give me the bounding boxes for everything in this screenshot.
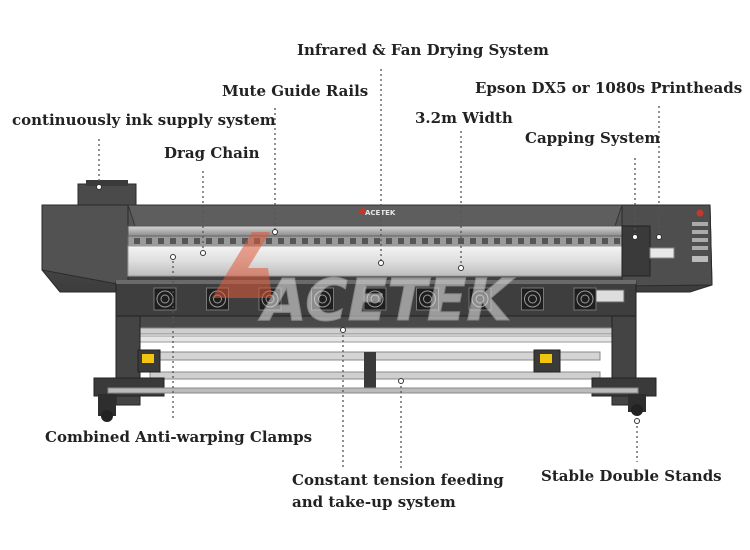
chain-link bbox=[410, 238, 416, 244]
chain-link bbox=[314, 238, 320, 244]
label-mute-guide-rails: Mute Guide Rails bbox=[222, 82, 369, 100]
chain-link bbox=[326, 238, 332, 244]
chain-link bbox=[494, 238, 500, 244]
control-panel bbox=[692, 209, 708, 262]
fan-hub bbox=[370, 294, 380, 304]
label-infrared-drying: Infrared & Fan Drying System bbox=[297, 41, 549, 59]
chain-link bbox=[134, 238, 140, 244]
chain-link bbox=[566, 238, 572, 244]
dot-clamps-icon bbox=[170, 254, 176, 260]
fan-grill bbox=[419, 290, 436, 308]
chain-link bbox=[398, 238, 404, 244]
chain-link bbox=[446, 238, 452, 244]
right-caster-icon bbox=[631, 404, 643, 416]
label-width: 3.2m Width bbox=[415, 109, 513, 127]
ink-tank bbox=[77, 180, 137, 207]
chain-link bbox=[374, 238, 380, 244]
fan-hub bbox=[580, 294, 590, 304]
chain-link bbox=[278, 238, 284, 244]
label-anti-warping-clamps: Combined Anti-warping Clamps bbox=[45, 428, 313, 446]
chain-link bbox=[242, 238, 248, 244]
fan-grill bbox=[366, 290, 384, 308]
chain-link bbox=[614, 238, 620, 244]
left-motor-label bbox=[142, 354, 154, 363]
drag-chain bbox=[127, 235, 623, 247]
chain-link bbox=[170, 238, 176, 244]
chain-link bbox=[338, 238, 344, 244]
chain-link bbox=[578, 238, 584, 244]
chain-link bbox=[422, 238, 428, 244]
label-ink-supply: continuously ink supply system bbox=[12, 111, 276, 129]
dot-printheads-icon bbox=[656, 234, 662, 240]
chain-link bbox=[206, 238, 212, 244]
dot-drying-icon bbox=[378, 260, 384, 266]
chain-link bbox=[506, 238, 512, 244]
label-capping: Capping System bbox=[525, 129, 661, 147]
chain-link bbox=[602, 238, 608, 244]
media-roll bbox=[127, 245, 623, 277]
leader-dots bbox=[96, 184, 662, 424]
fan-grill bbox=[524, 290, 541, 308]
dryer-display bbox=[595, 289, 625, 303]
fan-grill bbox=[576, 290, 594, 308]
label-tension-line-1: Constant tension feeding bbox=[292, 471, 504, 489]
top-logo: ACETEK bbox=[357, 206, 396, 217]
chain-link bbox=[230, 238, 236, 244]
chain-link bbox=[590, 238, 596, 244]
leader-lines bbox=[98, 69, 660, 470]
right-motor-label bbox=[540, 354, 552, 363]
fan-hub bbox=[160, 294, 170, 304]
label-drag-chain: Drag Chain bbox=[164, 144, 260, 162]
fan-grill bbox=[156, 290, 174, 308]
chain-link bbox=[434, 238, 440, 244]
watermark-text: ACETEK bbox=[258, 266, 515, 334]
chain-link bbox=[482, 238, 488, 244]
dot-ink-supply-icon bbox=[96, 184, 102, 190]
chain-link bbox=[302, 238, 308, 244]
fan-hub bbox=[528, 294, 537, 304]
dot-capping-icon bbox=[632, 234, 638, 240]
chain-link bbox=[518, 238, 524, 244]
label-stable-stands: Stable Double Stands bbox=[541, 467, 722, 485]
guide-rail bbox=[127, 225, 623, 237]
fan-grill bbox=[314, 290, 331, 308]
dot-tension-takeup-icon bbox=[398, 378, 404, 384]
chain-link bbox=[158, 238, 164, 244]
dot-drag-chain-icon bbox=[200, 250, 206, 256]
chain-link bbox=[146, 238, 152, 244]
watermark: ACETEK bbox=[212, 232, 516, 335]
chain-link bbox=[542, 238, 548, 244]
chain-link bbox=[218, 238, 224, 244]
dot-tension-feed-icon bbox=[340, 327, 346, 333]
chain-link bbox=[266, 238, 272, 244]
chain-link bbox=[386, 238, 392, 244]
chain-link bbox=[194, 238, 200, 244]
chain-link bbox=[290, 238, 296, 244]
chain-link bbox=[182, 238, 188, 244]
chain-link bbox=[554, 238, 560, 244]
fan-hub bbox=[475, 294, 485, 304]
dot-stands-icon bbox=[634, 418, 640, 424]
label-printheads: Epson DX5 or 1080s Printheads bbox=[475, 79, 743, 97]
fan-hub bbox=[318, 294, 327, 304]
logo-text: ACETEK bbox=[365, 209, 396, 217]
chain-link bbox=[350, 238, 356, 244]
chain-link bbox=[470, 238, 476, 244]
fan-grill bbox=[471, 290, 489, 308]
base-stands bbox=[93, 377, 657, 422]
left-caster-icon bbox=[101, 410, 113, 422]
chain-link bbox=[530, 238, 536, 244]
chain-link bbox=[362, 238, 368, 244]
emergency-stop-icon bbox=[696, 209, 704, 217]
label-tension-line-2: and take-up system bbox=[292, 493, 456, 511]
dot-width-icon bbox=[458, 265, 464, 271]
dot-rails-icon bbox=[272, 229, 278, 235]
fan-hub bbox=[423, 294, 432, 304]
